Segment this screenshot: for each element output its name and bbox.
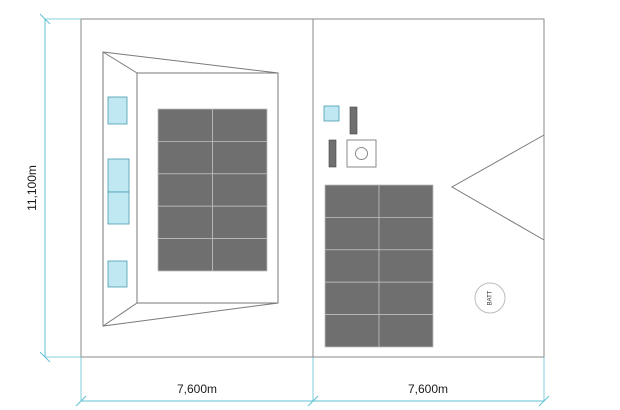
- solar-panel: [157, 140, 213, 175]
- solar-panel: [324, 184, 380, 218]
- solar-panel: [212, 238, 268, 272]
- solar-panel: [157, 173, 213, 207]
- solar-panel: [157, 108, 213, 142]
- height-dimension-label: 11,100m: [25, 165, 39, 211]
- skylight: [107, 96, 128, 125]
- skylight: [107, 158, 130, 193]
- roof-gable: [450, 134, 545, 241]
- solar-panel: [212, 140, 268, 175]
- solar-panel: [324, 249, 380, 283]
- solar-panel: [378, 184, 434, 218]
- solar-panel: [324, 281, 380, 316]
- solar-panel: [378, 216, 434, 251]
- skylight: [323, 105, 340, 122]
- solar-panel: [378, 281, 434, 316]
- skylight: [107, 260, 128, 288]
- solar-array-right: [324, 184, 434, 348]
- solar-panel: [157, 238, 213, 272]
- battery-symbol: BATT: [474, 282, 506, 314]
- width-left-dimension-label: 7,600m: [177, 382, 217, 396]
- tick-mark: [75, 395, 87, 407]
- vent-grille: [328, 139, 337, 168]
- tick-mark: [39, 351, 51, 363]
- right-roof-section: BATT: [323, 105, 545, 348]
- solar-panel: [157, 205, 213, 239]
- solar-panel: [212, 108, 268, 142]
- skylight: [107, 191, 130, 225]
- roof-fan-unit: [346, 139, 377, 168]
- roof-fan-icon: [355, 147, 368, 160]
- height-dimension: 11,100m: [25, 13, 81, 363]
- roof-hip-line: [102, 51, 138, 74]
- left-roof-section: [102, 51, 279, 327]
- width-right-dimension-label: 7,600m: [408, 382, 448, 396]
- tick-mark: [39, 13, 51, 25]
- solar-panel: [378, 249, 434, 283]
- solar-panel: [212, 173, 268, 207]
- solar-panel: [378, 314, 434, 348]
- roof-inner-frame: [136, 72, 279, 304]
- solar-panel: [324, 314, 380, 348]
- solar-array-left: [157, 108, 268, 272]
- roof-hip-line: [102, 302, 138, 327]
- width-dimension: 7,600m 7,600m: [75, 357, 550, 407]
- battery-circle: [474, 282, 506, 314]
- battery-label: BATT: [488, 290, 494, 305]
- solar-panel: [212, 205, 268, 239]
- vent-grille: [349, 106, 358, 135]
- solar-panel: [324, 216, 380, 251]
- tick-mark: [538, 395, 550, 407]
- tick-mark: [307, 395, 319, 407]
